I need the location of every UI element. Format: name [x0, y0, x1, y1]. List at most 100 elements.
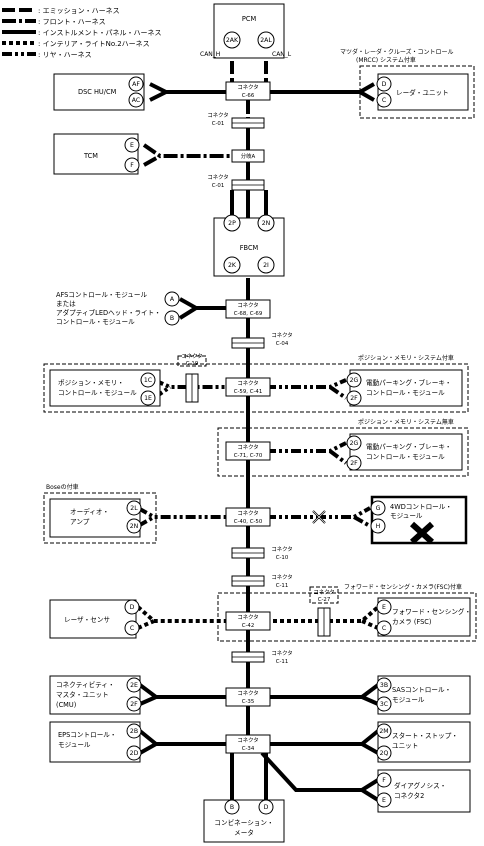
wire-fsc-e: [266, 605, 380, 623]
tcm-pin-f-label: F: [130, 162, 134, 169]
branch-a-label: 分岐A: [241, 152, 256, 160]
can-l-label: CAN_L: [272, 51, 292, 58]
connector-c11a-line-1: コネクタ: [271, 573, 292, 581]
fbcm-pin-2k: [223, 256, 241, 274]
audio-pin-2n: [126, 518, 142, 534]
ss-box: [377, 721, 471, 763]
connector-c34-line-1: コネクタ: [237, 736, 258, 744]
epb2-line-2: コントロール・モジュール: [366, 453, 445, 461]
ss-pin-2q-label: 2Q: [380, 750, 389, 757]
legend-label-interior: : インテリア・ライトNo.2ハーネス: [38, 40, 150, 48]
wire-cmu-2e: [138, 683, 230, 699]
cmu-pin-2e-label: 2E: [130, 682, 138, 689]
tcm-pin-e-label: E: [130, 142, 134, 149]
radar-pin-c: [376, 92, 392, 108]
connector-c40: [225, 507, 271, 527]
posmem-option-frame: [43, 363, 469, 413]
audio-option-frame: [43, 492, 157, 544]
fwd4-line-1: 4WDコントロール・: [390, 503, 452, 511]
radar-pin-d-label: D: [382, 81, 387, 88]
wire-laser-d: [136, 605, 230, 623]
connector-c01a-line-1: コネクタ: [207, 111, 228, 119]
connector-c40-line-2: C-40, C-50: [234, 519, 263, 525]
combo-line-2: メータ: [234, 828, 254, 837]
tcm-pin-f: [124, 157, 140, 173]
connector-c19-line-1: コネクタ: [181, 352, 202, 360]
cmu-pin-2e: [126, 677, 142, 693]
wire-sas-3c: [361, 695, 379, 706]
fwd4-pin-g: [370, 500, 386, 516]
audio-note: Boseの付車: [46, 483, 79, 491]
connector-c71: [225, 441, 271, 461]
connector-c71-line-2: C-71, C-70: [234, 453, 263, 459]
ss-pin-2m-label: 2M: [379, 728, 388, 735]
wire-eps-2b: [138, 729, 230, 746]
dsc-pin-ac: [128, 92, 144, 108]
wire-fsc-c: [361, 619, 379, 630]
connector-c11b-line-2: C-11: [276, 659, 289, 665]
fwd4-pin-g-label: G: [376, 505, 381, 512]
epb2-pin-2f-label: 2F: [350, 460, 358, 467]
audio-pin-2n-label: 2N: [130, 523, 139, 530]
posmem-pin-1e-label: 1E: [144, 395, 152, 402]
pcm-box: [213, 3, 285, 59]
pcm-pin-2ak: [223, 31, 241, 49]
radar-pin-d: [376, 76, 392, 92]
diag-box: [377, 769, 471, 813]
epb2-box: [349, 433, 463, 471]
wire-epb2-2g: [266, 441, 347, 453]
eps-box: [49, 721, 141, 763]
wire-dsc-af: [149, 82, 230, 94]
epb2-pin-2g-label: 2G: [350, 440, 359, 447]
epb1-note: ポジション・メモリ・システム付車: [358, 354, 454, 362]
fsc-pin-c: [376, 620, 392, 636]
legend-label-rear: : リヤ・ハーネス: [38, 51, 92, 59]
modules: PCM 2AK 2AL CAN_H CAN_L DSC HU/CM AF AC …: [46, 3, 471, 843]
can-h-label: CAN_H: [200, 51, 220, 58]
fwd4-fault-cross-icon: [409, 521, 435, 545]
wire-4wd-h: [353, 515, 371, 528]
afs-pin-a: [164, 291, 180, 307]
wire-radar-d: [266, 82, 375, 94]
dsc-pin-af: [128, 76, 144, 92]
epb1-line-2: コントロール・モジュール: [366, 389, 445, 397]
wire-break-cross-icon: [312, 510, 326, 524]
legend-label-front: : フロント・ハーネス: [38, 18, 106, 26]
combo-pin-d-label: D: [264, 804, 269, 811]
diag-pin-e: [376, 792, 392, 808]
tcm-pin-e: [124, 137, 140, 153]
fwd4-line-2: モジュール: [390, 512, 423, 520]
radar-note-line-1: マツダ・レーダ・クルーズ・コントロール: [340, 48, 454, 56]
tcm-box: [53, 133, 139, 175]
eps-line-2: モジュール: [58, 741, 91, 749]
connector-c68: [225, 299, 271, 319]
pcm-label: PCM: [242, 15, 257, 23]
radar-pin-c-label: C: [382, 97, 386, 104]
wire-epb2-2f: [328, 449, 348, 465]
wire-afs-a: [179, 297, 230, 310]
radar-note-line-2: (MRCC) システム付車: [356, 56, 416, 64]
afs-line-2: または: [56, 300, 76, 308]
pcm-pin-2al-label: 2AL: [260, 37, 272, 44]
fbcm-pin-2n: [257, 214, 275, 232]
ss-pin-2m: [376, 723, 392, 739]
fsc-line-2: カメラ (FSC): [392, 618, 432, 626]
cmu-box: [49, 675, 141, 715]
laser-pin-d-label: D: [130, 604, 135, 611]
pcm-pin-2ak-label: 2AK: [226, 37, 239, 44]
epb1-box: [349, 369, 463, 407]
sas-pin-3b: [376, 677, 392, 693]
wire-eps-2d: [139, 742, 157, 755]
cmu-pin-2f-label: 2F: [130, 701, 138, 708]
combo-line-1: コンビネーション・: [214, 818, 273, 827]
tcm-label: TCM: [83, 152, 98, 160]
connector-c34: [225, 734, 271, 754]
connector-c27-line-2: C-27: [318, 597, 331, 603]
afs-line-4: コントロール・モジュール: [56, 318, 135, 326]
wire-epb1-2f: [328, 385, 348, 400]
cmu-line-3: (CMU): [56, 701, 76, 709]
ss-line-2: ユニット: [392, 742, 418, 750]
sas-pin-3b-label: 3B: [380, 682, 388, 689]
wire-tcm-f: [143, 154, 161, 167]
connector-c66-line-2: C-66: [242, 93, 255, 99]
